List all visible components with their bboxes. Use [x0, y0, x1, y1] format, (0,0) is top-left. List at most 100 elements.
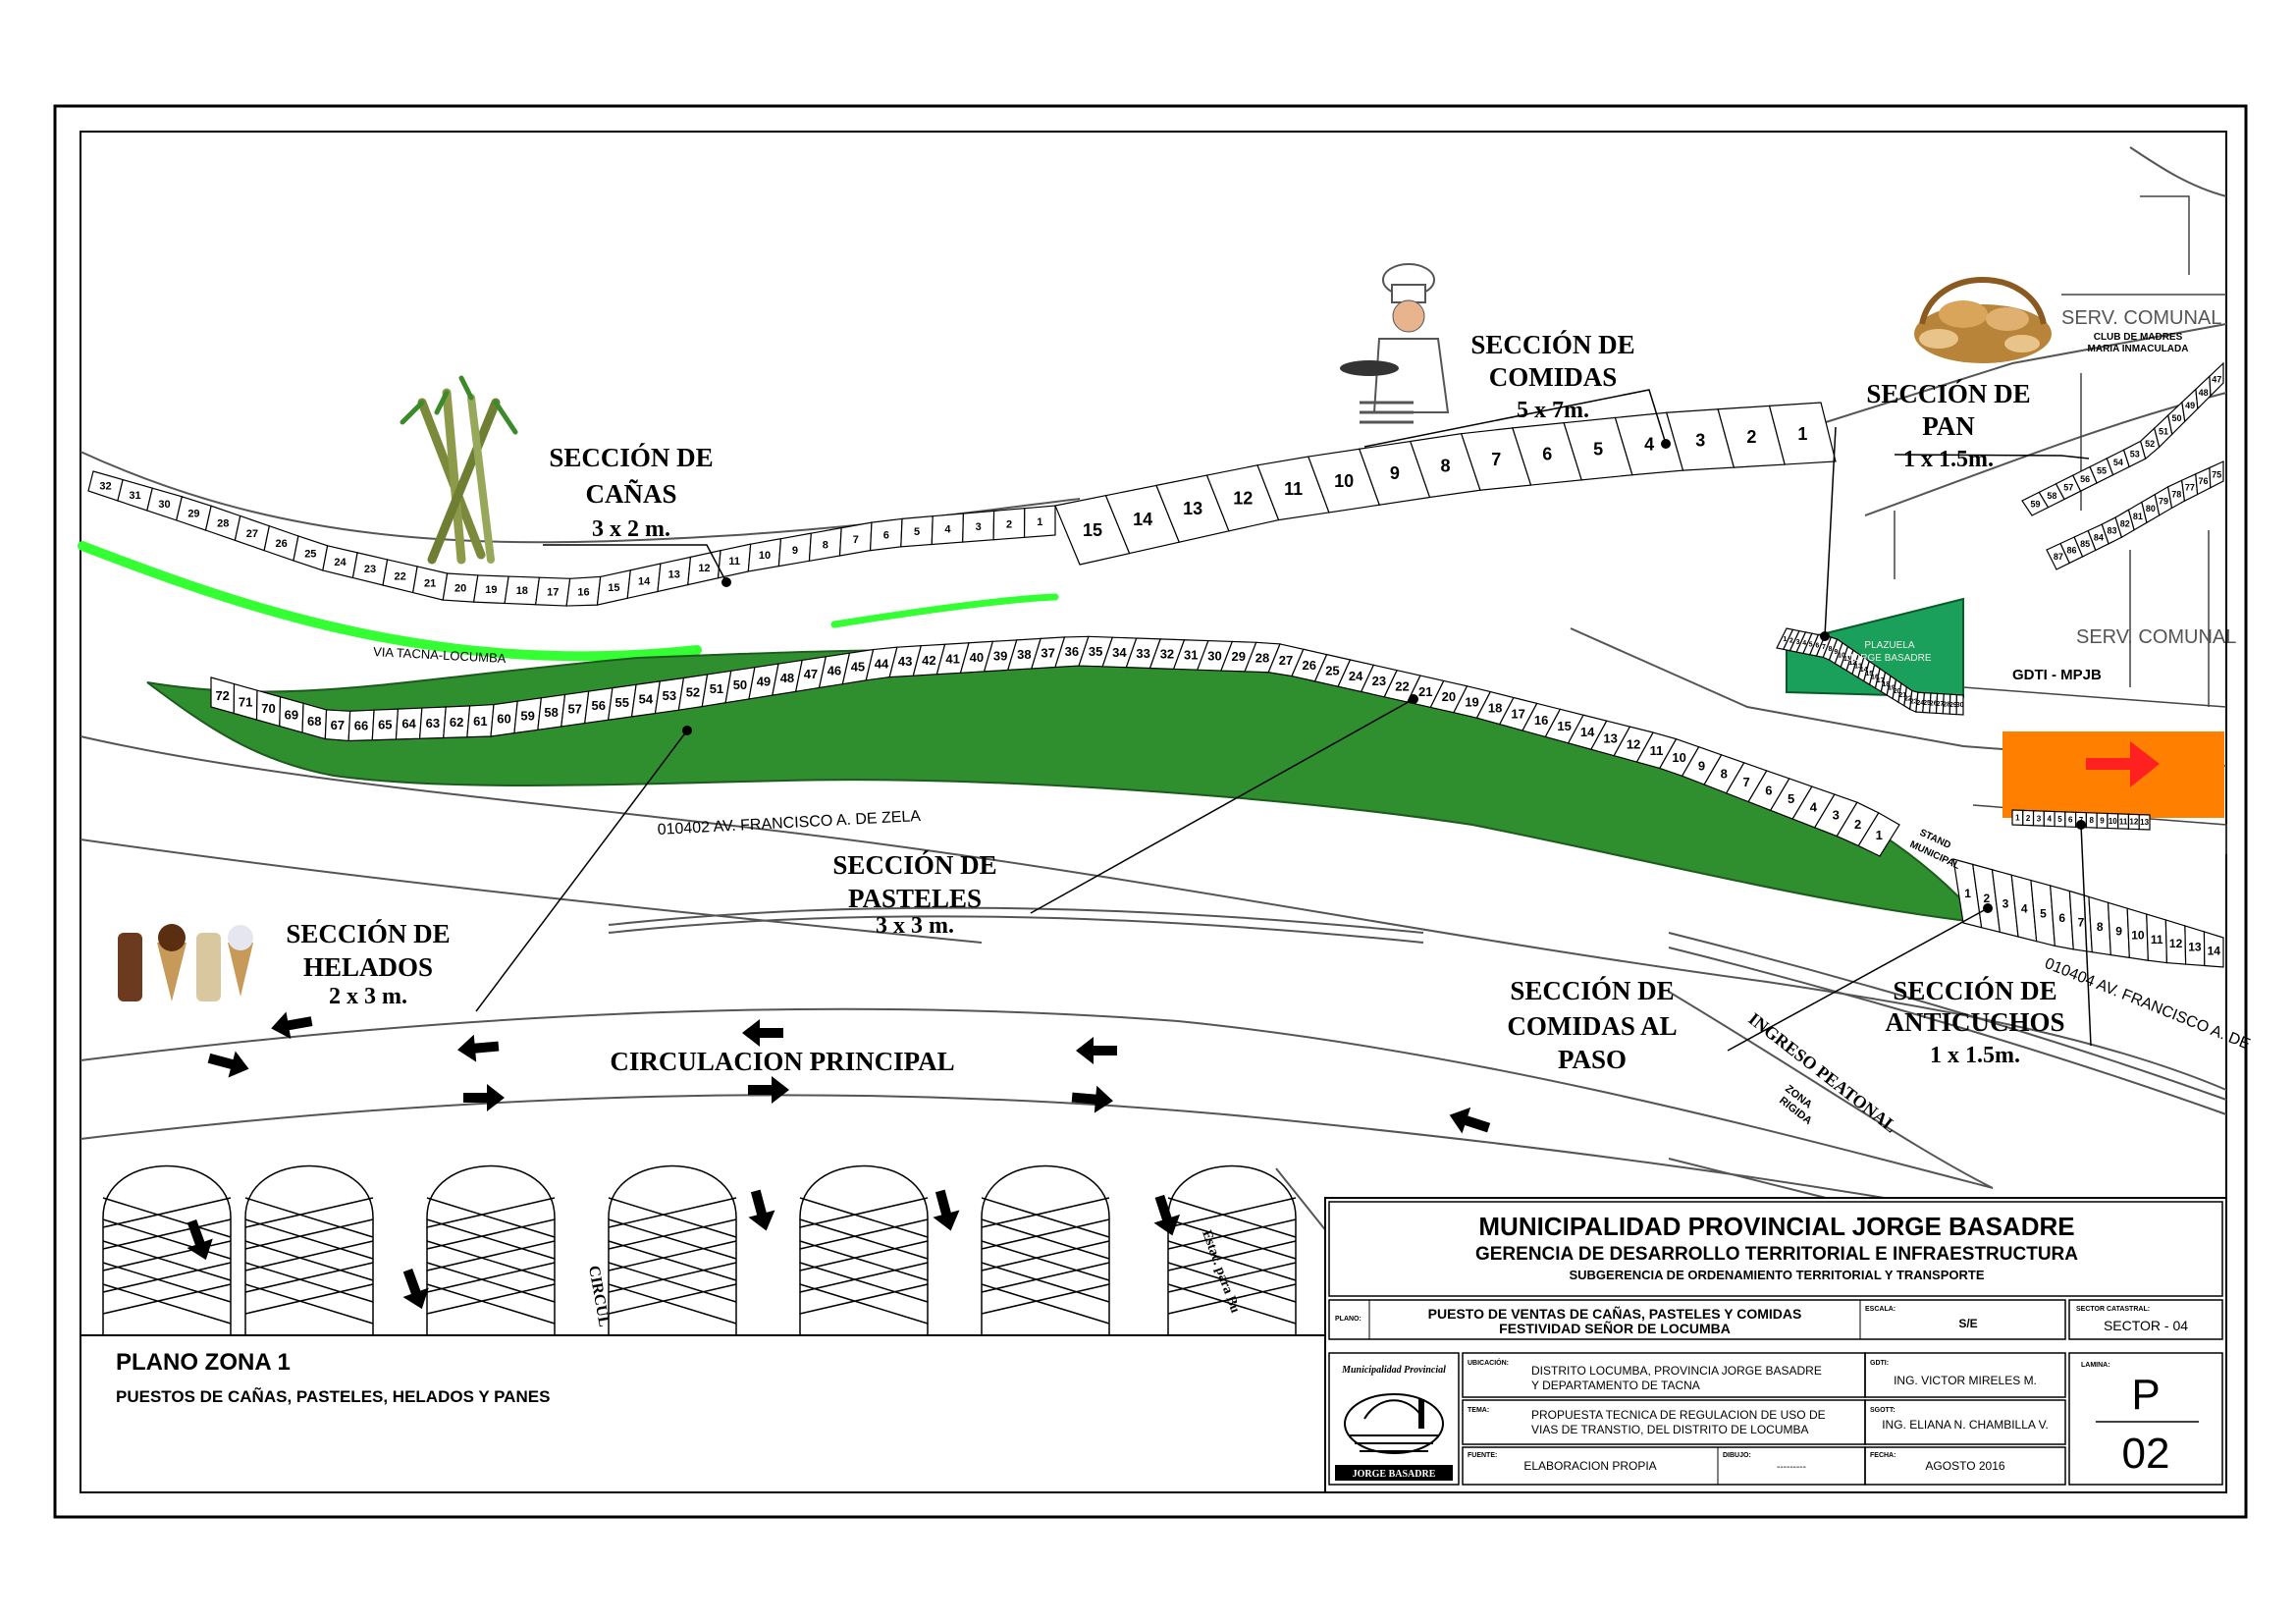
- pasteles-name: PASTELES: [848, 884, 982, 913]
- stall-number: 8: [2097, 920, 2104, 934]
- parking-lobe: [608, 1164, 737, 1335]
- stall-number: 31: [1184, 648, 1198, 663]
- lobe-grid-line: [608, 1262, 737, 1293]
- lobe-grid-line: [102, 1197, 232, 1238]
- stall-number: 3: [976, 521, 982, 533]
- stall-number: 26: [1930, 701, 1938, 708]
- stall-number: 7: [1491, 450, 1501, 469]
- club-line2: MARIA INMACULADA: [2088, 344, 2189, 354]
- stall-number: 55: [2097, 466, 2107, 476]
- stall-number: 4: [1802, 640, 1806, 647]
- stall-number: 4: [2047, 815, 2052, 824]
- stall-number: 72: [215, 688, 229, 703]
- stall-number: 33: [1136, 646, 1149, 661]
- lamina-n: 02: [2122, 1430, 2170, 1478]
- stall-number: 23: [364, 564, 376, 575]
- stall-number: 2: [1854, 817, 1861, 832]
- stall-number: 20: [1894, 688, 1901, 695]
- helados-title: SECCIÓN DE: [286, 919, 450, 948]
- stall-number: 37: [1041, 645, 1054, 660]
- stall: [1955, 693, 1964, 716]
- stall-number: 42: [922, 653, 935, 668]
- plano-val2: FESTIVIDAD SEÑOR DE LOCUMBA: [1499, 1320, 1731, 1336]
- stall-number: 22: [394, 570, 405, 582]
- stall-number: 5: [2057, 815, 2062, 824]
- stall-number: 36: [1065, 644, 1079, 659]
- stall-number: 2: [1789, 637, 1793, 644]
- stall-number: 6: [1542, 445, 1552, 464]
- logo-bottom-text: JORGE BASADRE: [1353, 1469, 1436, 1480]
- stall-number: 14: [1580, 725, 1595, 739]
- stall-number: 55: [615, 695, 629, 710]
- stall-number: 24: [334, 557, 347, 568]
- plano-title: PLANO ZONA 1: [116, 1349, 291, 1376]
- stall-number: 17: [547, 586, 559, 598]
- stall-number: 57: [567, 702, 581, 717]
- plazuela-line1: PLAZUELA: [1864, 640, 1914, 651]
- anticuchos-size: 1 x 1.5m.: [1930, 1043, 2020, 1068]
- stall-number: 4: [2021, 901, 2028, 915]
- stall-number: 25: [304, 548, 316, 560]
- stall-number: 34: [1112, 645, 1127, 660]
- lobe-grid-line: [244, 1240, 374, 1271]
- stall-number: 20: [454, 582, 466, 594]
- sgott-val: ING. ELIANA N. CHAMBILLA V.: [1882, 1418, 2049, 1432]
- lobe-grid-line: [244, 1262, 374, 1293]
- orange-zone: [2002, 731, 2224, 818]
- stall-number: 32: [1160, 647, 1174, 662]
- lobe-grid-line: [799, 1283, 929, 1315]
- canas-name: CAÑAS: [585, 479, 676, 509]
- lobe-grid-line: [608, 1197, 737, 1238]
- comidas-size: 5 x 7m.: [1517, 398, 1589, 423]
- stall-number: 50: [2172, 413, 2182, 423]
- stall-number: 71: [239, 694, 252, 709]
- stall-number: 13: [2140, 818, 2149, 827]
- stall-number: 50: [733, 677, 747, 692]
- stall-number: 3: [2037, 814, 2042, 823]
- parking-lobe: [426, 1164, 556, 1335]
- stall-number: 29: [1949, 702, 1957, 709]
- serv-comunal-top: SERV. COMUNAL: [2061, 307, 2221, 329]
- stall-number: 20: [1442, 689, 1456, 704]
- stall-number: 11: [1284, 479, 1303, 499]
- stall-number: 47: [2212, 375, 2221, 385]
- stall-number: 14: [1133, 510, 1152, 529]
- lobe-grid-line: [799, 1197, 929, 1238]
- gdti-val: ING. VICTOR MIRELES M.: [1894, 1374, 2037, 1387]
- lobe-grid-line: [426, 1283, 556, 1325]
- stall-number: 28: [1943, 701, 1950, 708]
- lobe-grid-line: [799, 1240, 929, 1271]
- stall-number: 6: [1765, 784, 1772, 798]
- stall-number: 65: [378, 718, 392, 732]
- lobe-grid-line: [426, 1283, 556, 1315]
- stall-number: 10: [1672, 750, 1685, 765]
- lobe-grid-line: [799, 1283, 929, 1325]
- stall-number: 16: [577, 586, 589, 598]
- lobe-grid-line: [799, 1240, 929, 1281]
- stall-number: 84: [2094, 532, 2104, 542]
- lobe-grid-line: [426, 1197, 556, 1238]
- fecha-lbl: FECHA:: [1870, 1452, 1896, 1459]
- parking-lobe: [981, 1164, 1110, 1335]
- lobe-grid-line: [426, 1240, 556, 1271]
- comidas-name: COMIDAS: [1489, 362, 1618, 392]
- stall-number: 5: [1809, 641, 1813, 648]
- stall-number: 52: [686, 685, 700, 700]
- stall-number: 14: [1860, 667, 1868, 674]
- lobe-grid-line: [426, 1197, 556, 1228]
- stall-number: 19: [1465, 695, 1478, 710]
- canas-size: 3 x 2 m.: [592, 516, 670, 542]
- fuente-val: ELABORACION PROPIA: [1523, 1459, 1656, 1473]
- stall-number: 59: [520, 708, 534, 723]
- fuente-lbl: FUENTE:: [1468, 1452, 1497, 1459]
- stall-number: 13: [1603, 730, 1617, 745]
- fecha-val: AGOSTO 2016: [1925, 1459, 2004, 1473]
- leader-lines: [475, 389, 2092, 1052]
- red-arrow-icon: [2086, 741, 2160, 787]
- stall-number: 30: [1207, 648, 1221, 663]
- plano-lbl: PLANO:: [1335, 1316, 1362, 1323]
- stall-number: 29: [1232, 649, 1246, 664]
- lobe-grid-line: [981, 1283, 1110, 1315]
